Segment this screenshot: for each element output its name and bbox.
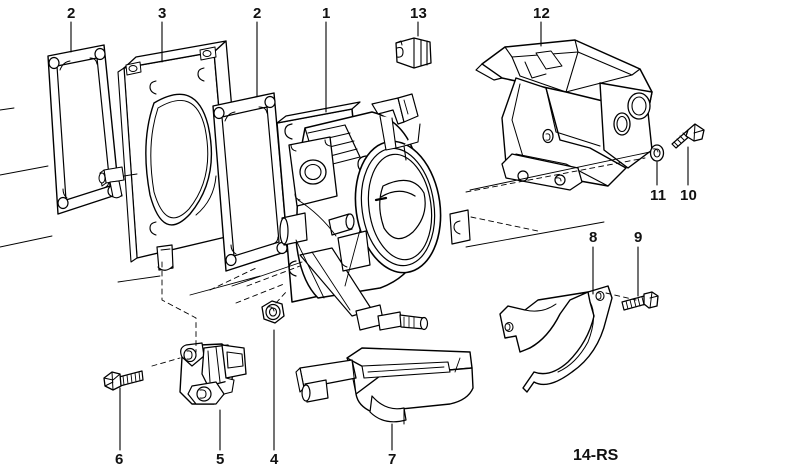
callout-label-2-middle: 2: [253, 5, 262, 22]
callout-label-9: 9: [634, 229, 643, 246]
callout-label-11: 11: [650, 187, 667, 204]
part-throttle-body: [276, 93, 471, 331]
part-gasket-middle: [212, 92, 289, 272]
callout-label-4: 4: [270, 451, 279, 468]
callout-label-6: 6: [115, 451, 124, 468]
callout-label-10: 10: [680, 187, 698, 204]
callout-label-2-left: 2: [67, 5, 76, 22]
part-gasket-left: [47, 44, 120, 215]
callout-label-1: 1: [322, 5, 331, 22]
callout-label-13: 13: [410, 5, 428, 22]
part-washer: [649, 144, 665, 162]
part-retaining-clip: [395, 37, 432, 69]
callout-label-7: 7: [388, 451, 397, 468]
part-support-bracket: [295, 347, 474, 425]
assembly-guide-lines: [151, 157, 646, 367]
diagram-code-label: 14-RS: [573, 447, 619, 464]
part-clamp: [499, 285, 613, 393]
callout-label-3: 3: [158, 5, 167, 22]
part-hex-bolt-10: [671, 123, 705, 149]
part-throttle-position-sensor: [179, 342, 247, 405]
callout-label-12: 12: [533, 5, 551, 22]
part-hex-bolt-9: [621, 291, 659, 311]
callout-label-8: 8: [589, 229, 598, 246]
callout-label-5: 5: [216, 451, 225, 468]
part-flange-bolt: [103, 370, 144, 391]
construction-lines: [0, 107, 651, 296]
part-mounting-bracket: [475, 39, 653, 191]
callout-leaders: [70, 21, 689, 451]
part-nut: [261, 300, 285, 324]
